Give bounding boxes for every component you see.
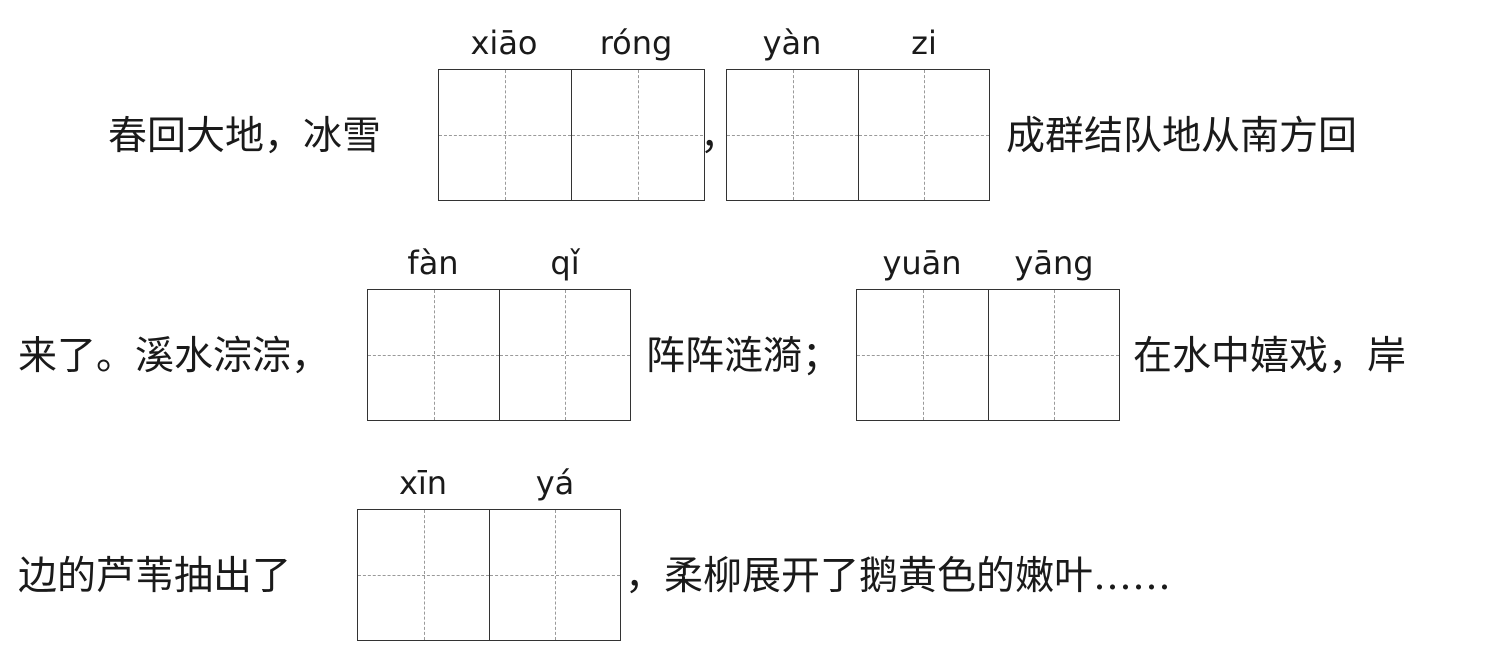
pinyin-fan: fàn bbox=[407, 244, 459, 282]
writing-cell[interactable] bbox=[858, 70, 989, 200]
pinyin-xiao: xiāo bbox=[470, 24, 538, 62]
blank-box-yanzi[interactable] bbox=[726, 69, 990, 201]
blank-box-xiaorong[interactable] bbox=[438, 69, 705, 201]
writing-cell[interactable] bbox=[988, 290, 1119, 420]
line2-text-after: 在水中嬉戏，岸 bbox=[1133, 334, 1407, 379]
line1-text-before: 春回大地，冰雪 bbox=[108, 114, 382, 159]
line3-text-before: 边的芦苇抽出了 bbox=[18, 554, 292, 599]
pinyin-qi: qǐ bbox=[550, 244, 580, 282]
writing-cell[interactable] bbox=[358, 510, 489, 640]
line1-text-after: 成群结队地从南方回 bbox=[1006, 114, 1358, 159]
blank-box-yuanyang[interactable] bbox=[856, 289, 1120, 421]
pinyin-yuan: yuān bbox=[882, 244, 962, 282]
line2-text-mid: 阵阵涟漪； bbox=[646, 334, 842, 379]
writing-cell[interactable] bbox=[368, 290, 499, 420]
writing-cell[interactable] bbox=[489, 510, 620, 640]
pinyin-yang: yāng bbox=[1014, 244, 1094, 282]
line2-text-before: 来了。溪水淙淙， bbox=[18, 334, 331, 379]
writing-cell[interactable] bbox=[727, 70, 858, 200]
writing-cell[interactable] bbox=[439, 70, 571, 200]
writing-cell[interactable] bbox=[571, 70, 703, 200]
writing-cell[interactable] bbox=[499, 290, 630, 420]
line3-text-after: ，柔柳展开了鹅黄色的嫩叶…… bbox=[625, 554, 1172, 599]
pinyin-yan: yàn bbox=[762, 24, 822, 62]
pinyin-rong: róng bbox=[599, 24, 673, 62]
line1-text-mid: ， bbox=[700, 114, 740, 159]
blank-box-xinya[interactable] bbox=[357, 509, 621, 641]
pinyin-zi: zi bbox=[911, 24, 937, 62]
writing-cell[interactable] bbox=[857, 290, 988, 420]
pinyin-ya: yá bbox=[535, 464, 575, 502]
pinyin-xin: xīn bbox=[398, 464, 448, 502]
blank-box-fanqi[interactable] bbox=[367, 289, 631, 421]
